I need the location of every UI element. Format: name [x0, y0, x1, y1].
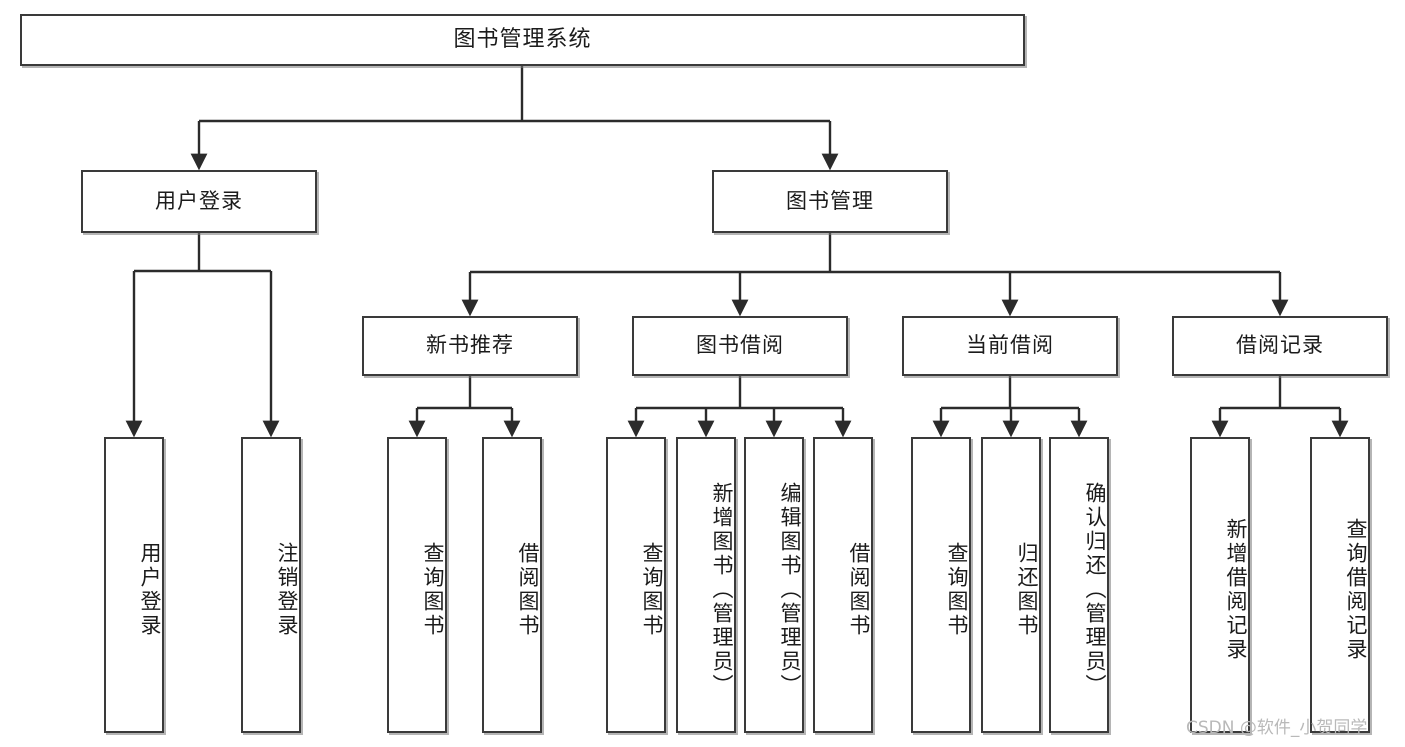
node-root-label: 图书管理系统 — [453, 26, 592, 52]
node-leaf-return-book[interactable]: 归还图书 — [981, 437, 1041, 733]
node-book-borrow[interactable]: 图书借阅 — [632, 316, 848, 376]
node-leaf-query-book-2-label: 查询图书 — [640, 542, 664, 638]
node-leaf-query-book-2[interactable]: 查询图书 — [606, 437, 666, 733]
node-book-borrow-label: 图书借阅 — [696, 333, 784, 358]
node-leaf-query-book-3-label: 查询图书 — [945, 542, 969, 638]
node-leaf-query-book-1-label: 查询图书 — [421, 542, 445, 638]
node-root[interactable]: 图书管理系统 — [20, 14, 1025, 66]
node-current-borrow[interactable]: 当前借阅 — [902, 316, 1118, 376]
node-book-manage-label: 图书管理 — [786, 188, 874, 213]
node-leaf-edit-book[interactable]: 编辑图书（管理员） — [744, 437, 804, 733]
node-new-book-recommend[interactable]: 新书推荐 — [362, 316, 578, 376]
node-borrow-record[interactable]: 借阅记录 — [1172, 316, 1388, 376]
node-current-borrow-label: 当前借阅 — [966, 333, 1054, 358]
node-leaf-query-record[interactable]: 查询借阅记录 — [1310, 437, 1370, 733]
node-new-book-recommend-label: 新书推荐 — [426, 333, 514, 358]
node-leaf-borrow-book-1[interactable]: 借阅图书 — [482, 437, 542, 733]
node-leaf-user-login[interactable]: 用户登录 — [104, 437, 164, 733]
node-leaf-borrow-book-2[interactable]: 借阅图书 — [813, 437, 873, 733]
node-leaf-edit-book-label: 编辑图书（管理员） — [778, 482, 802, 698]
node-leaf-return-book-label: 归还图书 — [1015, 542, 1039, 638]
node-leaf-query-book-3[interactable]: 查询图书 — [911, 437, 971, 733]
node-leaf-user-login-label: 用户登录 — [138, 542, 162, 638]
node-leaf-add-record-label: 新增借阅记录 — [1224, 518, 1248, 662]
node-leaf-add-book-label: 新增图书（管理员） — [710, 482, 734, 698]
node-leaf-confirm-return-label: 确认归还（管理员） — [1083, 482, 1107, 698]
node-user-login[interactable]: 用户登录 — [81, 170, 317, 233]
node-user-login-label: 用户登录 — [155, 188, 243, 213]
node-leaf-add-book[interactable]: 新增图书（管理员） — [676, 437, 736, 733]
node-leaf-borrow-book-1-label: 借阅图书 — [516, 542, 540, 638]
watermark: CSDN @软件_小贺同学 — [1186, 718, 1368, 738]
node-leaf-query-book-1[interactable]: 查询图书 — [387, 437, 447, 733]
node-borrow-record-label: 借阅记录 — [1236, 333, 1324, 358]
node-leaf-logout[interactable]: 注销登录 — [241, 437, 301, 733]
node-leaf-add-record[interactable]: 新增借阅记录 — [1190, 437, 1250, 733]
node-leaf-query-record-label: 查询借阅记录 — [1344, 518, 1368, 662]
node-leaf-borrow-book-2-label: 借阅图书 — [847, 542, 871, 638]
node-book-manage[interactable]: 图书管理 — [712, 170, 948, 233]
node-leaf-confirm-return[interactable]: 确认归还（管理员） — [1049, 437, 1109, 733]
node-leaf-logout-label: 注销登录 — [275, 542, 299, 638]
